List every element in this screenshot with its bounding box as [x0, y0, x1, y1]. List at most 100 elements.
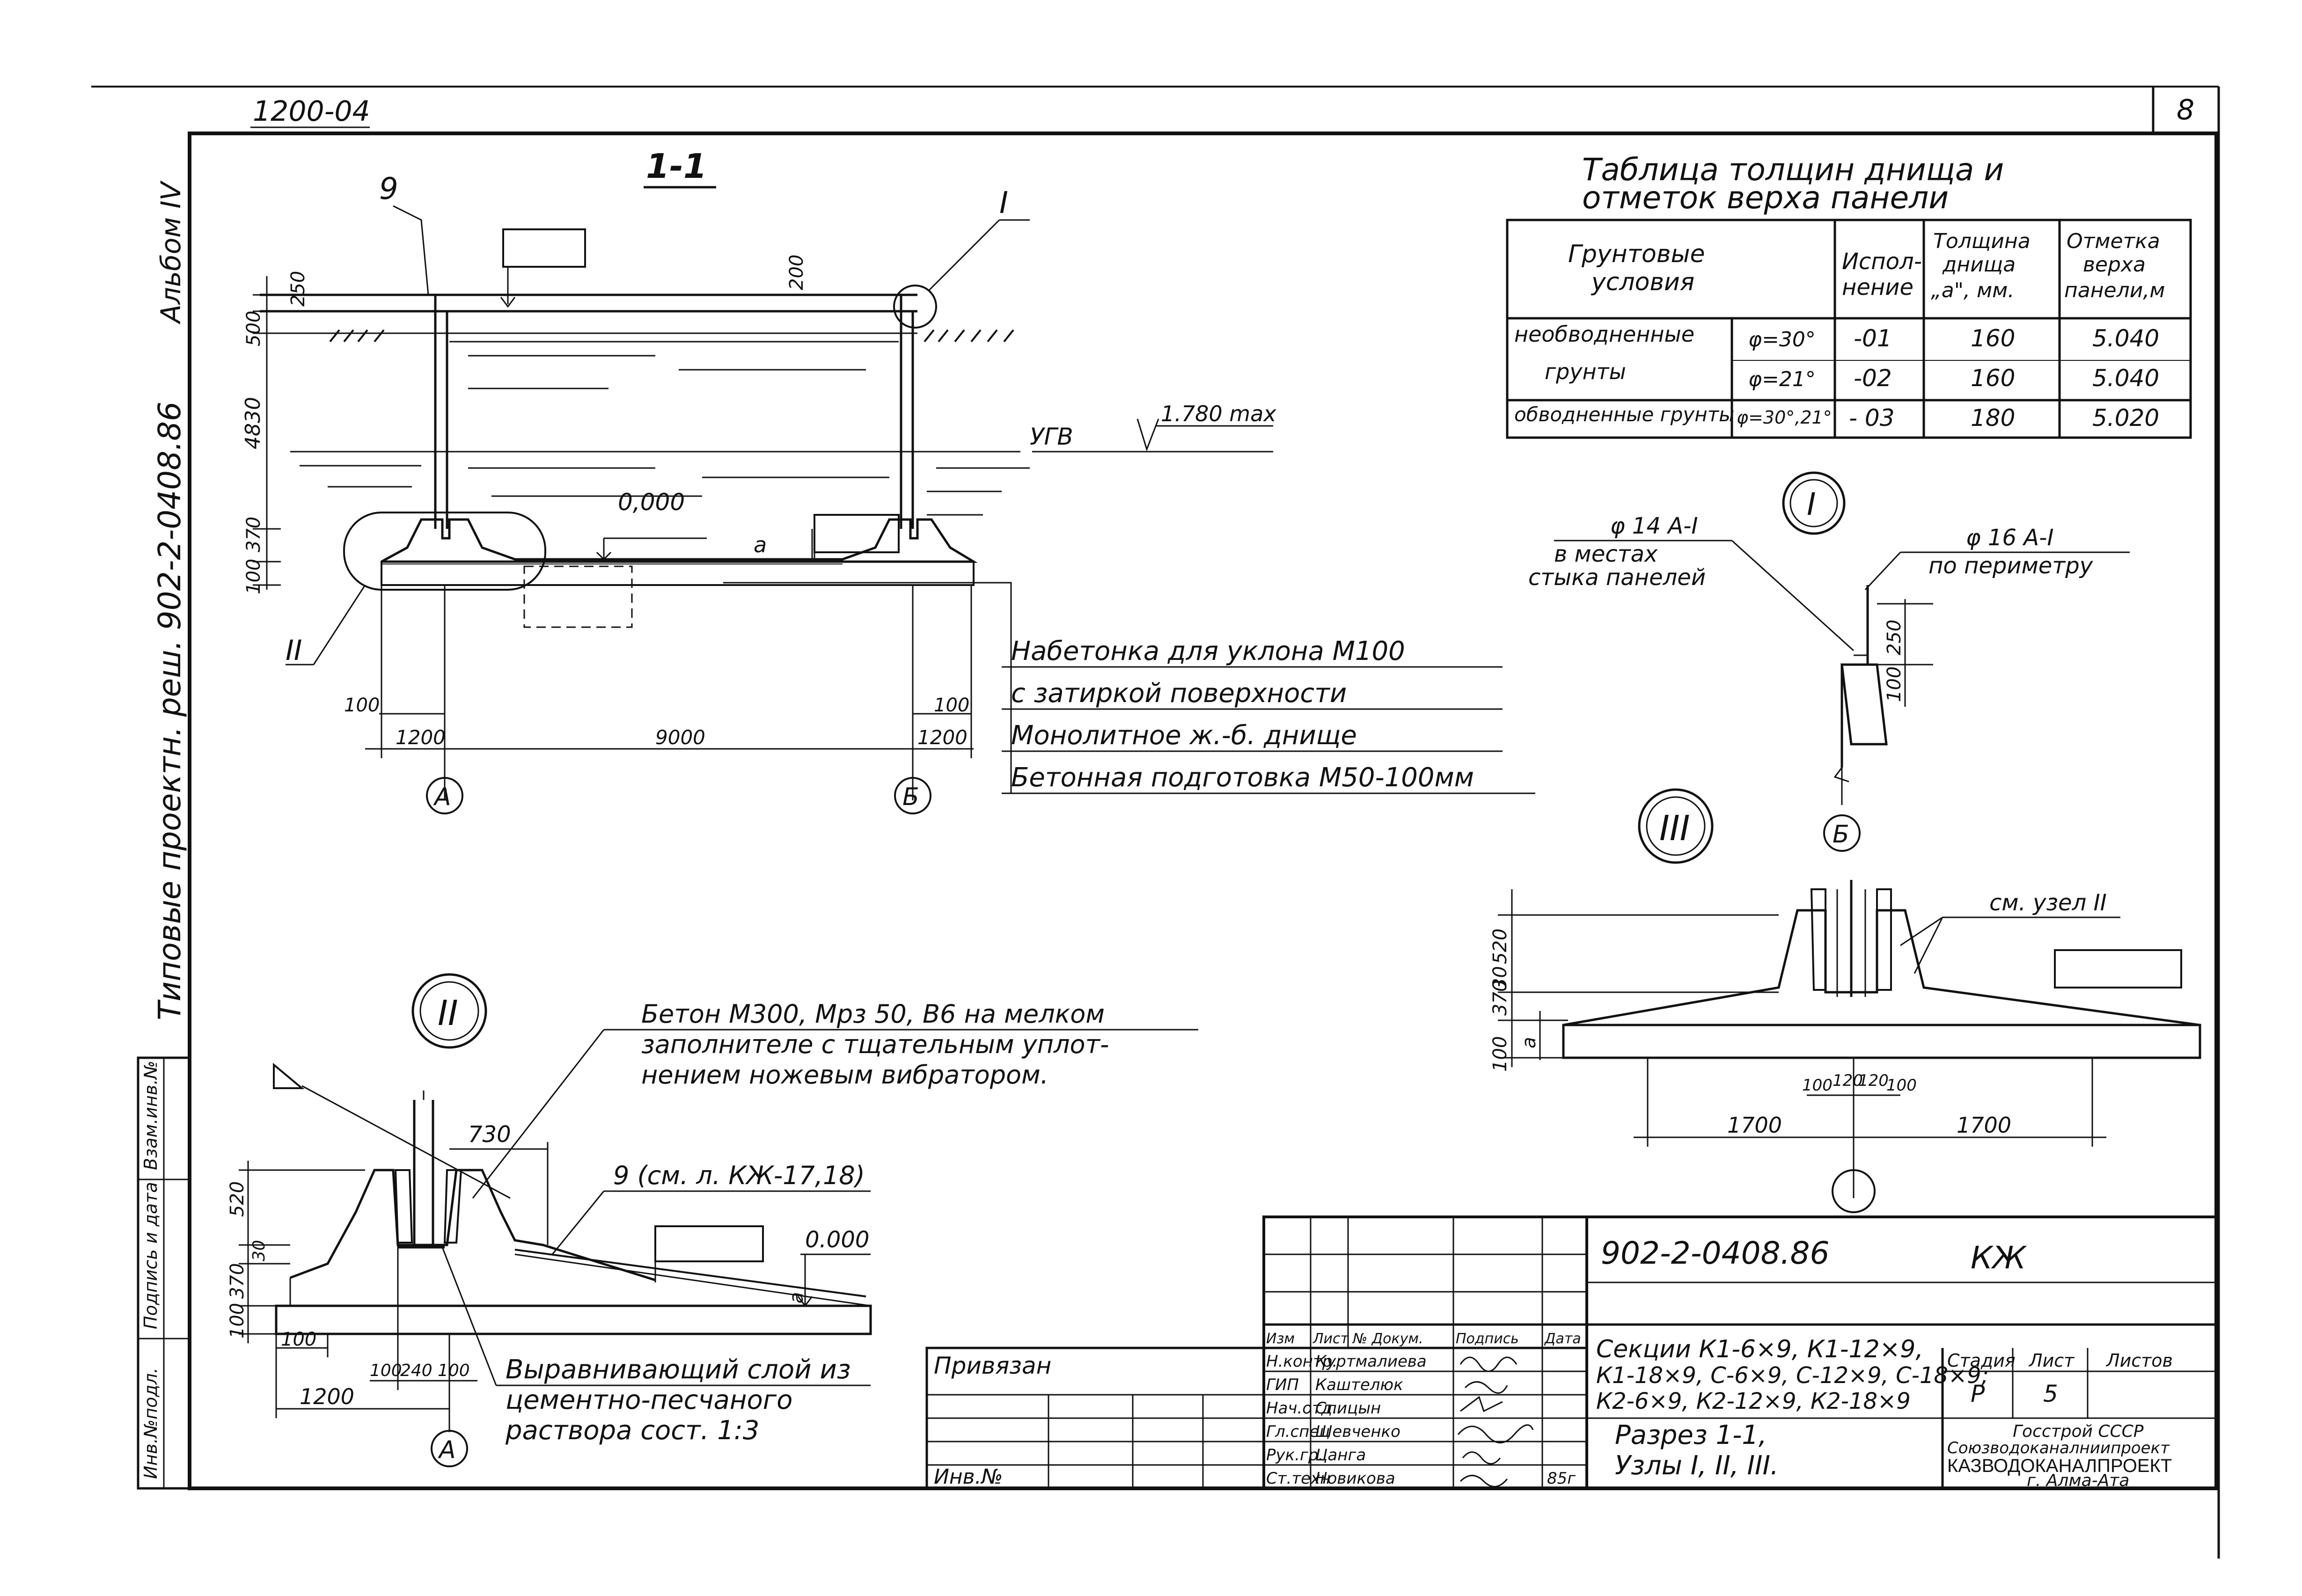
col-head-sign: Подпись	[1456, 1331, 1519, 1347]
node-I-d250: 250	[1884, 620, 1905, 655]
side-stamp: Альбом IV Типовые проектн. реш. 902-2-04…	[137, 180, 191, 1490]
node-II-marker	[343, 512, 546, 591]
mark-II: II	[286, 634, 302, 667]
dim-100-right: 100	[934, 695, 969, 716]
node-III-d1700b: 1700	[1957, 1113, 2011, 1138]
node-I-d100: 100	[1884, 666, 1905, 702]
org-3: КАЗВОДОКАНАЛПРОЕКТ	[1947, 1456, 2172, 1476]
note-1: Набетонка для уклона М100	[1011, 636, 1405, 666]
ugv-level: 1.780 max	[1161, 401, 1276, 426]
node-I-marker	[893, 285, 937, 329]
org-4: г. Алма-Ата	[2027, 1471, 2129, 1490]
row2-phi: φ=21°	[1748, 367, 1816, 391]
node-I-note-left-1: φ 14 А-I	[1610, 513, 1698, 539]
node-III-label: III	[1659, 808, 1690, 849]
node-II-d520: 520	[227, 1181, 248, 1217]
sheets-head: Листов	[2105, 1350, 2173, 1371]
row1-phi: φ=30°	[1748, 328, 1816, 351]
axis-b-circle	[894, 777, 931, 814]
head-col1-b: условия	[1591, 268, 1694, 296]
title-block	[925, 1215, 2218, 1490]
role-2: ГИП	[1266, 1376, 1299, 1394]
node-I-note-right-1: φ 16 А-I	[1966, 525, 2054, 551]
node-III-d100c: 100	[1886, 1076, 1917, 1095]
node-II-d730: 730	[468, 1121, 511, 1148]
node-III-see: см. узел II	[1989, 890, 2107, 916]
col-head-izm: Изм	[1266, 1331, 1295, 1347]
role-5: Рук.гр.	[1266, 1446, 1323, 1464]
node-II-note-1: Бетон М300, Мрз 50, В6 на мелком	[641, 999, 1105, 1029]
privyazan-label: Привязан	[934, 1352, 1051, 1379]
row3-phi: φ=30°,21°	[1737, 407, 1832, 428]
row2-exec: -02	[1854, 365, 1892, 392]
node-II-d100b: 100	[281, 1329, 316, 1350]
dim-100: 100	[243, 559, 264, 594]
stamp-sign: Подпись и дата	[140, 1182, 161, 1329]
row1-exec: -01	[1854, 325, 1892, 352]
node-II-note-b1: Выравнивающий слой из	[506, 1354, 851, 1385]
name-4: Шевченко	[1315, 1422, 1400, 1441]
row1-mark: 5.040	[2092, 325, 2159, 352]
row2-thick: 160	[1971, 365, 2015, 392]
row2-mark: 5.040	[2092, 365, 2159, 392]
node-II-d240: 240	[400, 1361, 433, 1380]
node-II-note-3: нением ножевым вибратором.	[641, 1060, 1048, 1090]
sheet-value: 5	[2043, 1380, 2058, 1407]
org-1: Госстрой СССР	[2013, 1422, 2144, 1441]
node-II-d100c: 100	[370, 1361, 402, 1380]
org-2: Союзводоканалниипроект	[1947, 1439, 2170, 1457]
name-2: Каштелюк	[1315, 1376, 1403, 1394]
node-III-d100b: 100	[1802, 1076, 1833, 1095]
note-3: Монолитное ж.-б. днище	[1011, 720, 1357, 751]
node-II-d30: 30	[249, 1240, 269, 1261]
inv-label: Инв.№	[934, 1465, 1003, 1489]
axis-a: А	[433, 783, 451, 811]
node-II-axis: А	[438, 1436, 456, 1464]
thickness-table: Таблица толщин днища и отметок верха пан…	[1506, 152, 2192, 439]
stage-head: Стадия	[1947, 1350, 2016, 1371]
desc-4: Разрез 1-1,	[1615, 1420, 1767, 1450]
node-III-d520: 520	[1489, 929, 1511, 964]
name-6: Новикова	[1315, 1469, 1395, 1488]
node-III-d100: 100	[1489, 1036, 1511, 1072]
node-I-label: I	[1807, 486, 1816, 522]
role-4: Гл.спец	[1266, 1422, 1330, 1441]
desc-2: К1-18×9, С-6×9, С-12×9, С-18×9;	[1596, 1362, 1989, 1389]
desc-1: Секции К1-6×9, К1-12×9,	[1596, 1335, 1923, 1363]
node-III-d120a: 120	[1833, 1071, 1863, 1090]
row3-exec: - 03	[1849, 404, 1895, 432]
node-III-d1700a: 1700	[1727, 1113, 1782, 1138]
side-album: Альбом IV	[155, 180, 187, 325]
row2-cond: грунты	[1545, 359, 1626, 384]
role-1: Н.контр.	[1266, 1352, 1337, 1371]
node-III-a: а	[1518, 1037, 1540, 1048]
axis-a-circle	[426, 777, 463, 814]
col-head-date: Дата	[1544, 1331, 1581, 1347]
node-I: I φ 14 А-I в местах стыка панелей φ 16 А…	[1528, 471, 2130, 852]
row3-mark: 5.020	[2092, 404, 2159, 432]
table-title-1: Таблица толщин днища и	[1582, 152, 2004, 188]
stage-value: Р	[1971, 1380, 1985, 1407]
node-II: II Бетон М300, Мрз 50, В6 на мелком запо…	[227, 973, 1198, 1467]
level-flag	[502, 228, 586, 268]
role-3: Нач.отд.	[1266, 1399, 1337, 1418]
name-1: Куртмалиева	[1315, 1352, 1427, 1371]
node-III-d370: 370	[1489, 980, 1511, 1016]
node-II-ref-9: 9 (см. л. КЖ-17,18)	[613, 1161, 865, 1190]
head-col4-a: Отметка	[2067, 229, 2160, 253]
dim-100-left: 100	[344, 695, 380, 716]
axis-b: Б	[902, 783, 919, 811]
dim-500: 500	[243, 311, 264, 346]
name-3: Спицын	[1315, 1399, 1381, 1418]
head-col2-b: нение	[1842, 274, 1913, 300]
section-1-1: 1-1 9	[241, 146, 1535, 814]
side-series: Типовые проектн. реш. 902-2-0408.86	[152, 402, 188, 1020]
ugv-label: УГВ	[1030, 423, 1073, 450]
col-head-doc: № Докум.	[1352, 1331, 1423, 1347]
note-2: с затиркой поверхности	[1011, 678, 1347, 709]
dim-200: 200	[786, 255, 807, 290]
node-III-d120b: 120	[1858, 1071, 1889, 1090]
stamp-inv: Инв.№подл.	[140, 1368, 161, 1479]
page-number: 8	[2177, 94, 2194, 126]
node-II-note-b2: цементно-песчаного	[506, 1385, 792, 1415]
